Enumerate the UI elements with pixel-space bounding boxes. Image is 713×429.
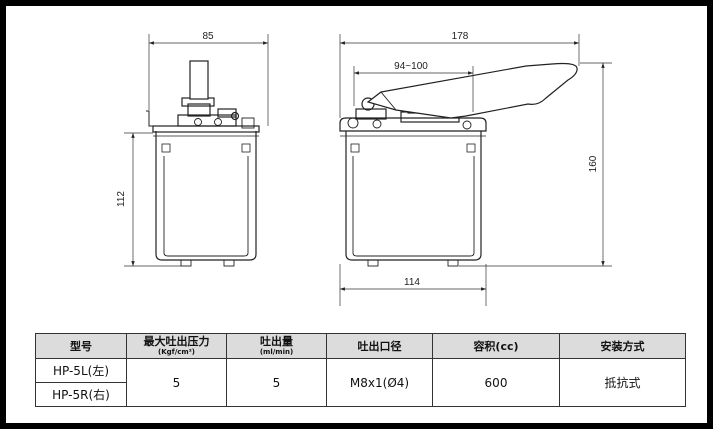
technical-drawing: 85 112 178 <box>116 31 612 306</box>
mounting-value: 抵抗式 <box>559 358 686 407</box>
spec-table: 型号 最大吐出压力(Kgf/cm²) 吐出量(ml/min) 吐出口径 容积(c… <box>35 333 686 407</box>
dim-label-112: 112 <box>116 191 127 207</box>
dim-label-114: 114 <box>404 277 420 288</box>
drawing-sheet: 85 112 178 <box>6 6 707 423</box>
dim-overall-width <box>339 34 580 118</box>
dim-label-94-100: 94~100 <box>394 61 428 72</box>
header-max-pressure: 最大吐出压力(Kgf/cm²) <box>126 333 227 359</box>
table-row: HP-5L(左) 5 5 M8x1(Ø4) 600 抵抗式 <box>35 358 686 407</box>
dim-stroke-range <box>353 66 474 112</box>
discharge-value: 5 <box>226 358 327 407</box>
model-right: HP-5R(右) <box>35 382 127 407</box>
side-view <box>146 60 260 267</box>
spec-header-row: 型号 最大吐出压力(Kgf/cm²) 吐出量(ml/min) 吐出口径 容积(c… <box>35 333 686 359</box>
dim-top-width <box>148 34 269 126</box>
header-outlet: 吐出口径 <box>326 333 433 359</box>
header-model: 型号 <box>35 333 127 359</box>
header-mounting: 安装方式 <box>559 333 686 359</box>
front-body-outline <box>345 131 482 261</box>
outlet-value: M8x1(Ø4) <box>326 358 433 407</box>
header-discharge: 吐出量(ml/min) <box>226 333 327 359</box>
dim-base-width <box>339 264 487 306</box>
side-body-outline <box>155 131 257 261</box>
front-view <box>339 62 578 267</box>
volume-value: 600 <box>432 358 560 407</box>
dim-left-height <box>124 132 181 267</box>
dim-label-178: 178 <box>452 31 469 42</box>
header-volume: 容积(cc) <box>432 333 560 359</box>
model-left: HP-5L(左) <box>35 358 127 383</box>
dim-label-160: 160 <box>588 155 599 172</box>
table-row: HP-5R(右) <box>35 382 686 407</box>
handle-lever <box>366 62 578 119</box>
max-pressure-value: 5 <box>126 358 227 407</box>
dim-label-85: 85 <box>202 31 214 42</box>
dim-overall-height <box>459 62 612 267</box>
